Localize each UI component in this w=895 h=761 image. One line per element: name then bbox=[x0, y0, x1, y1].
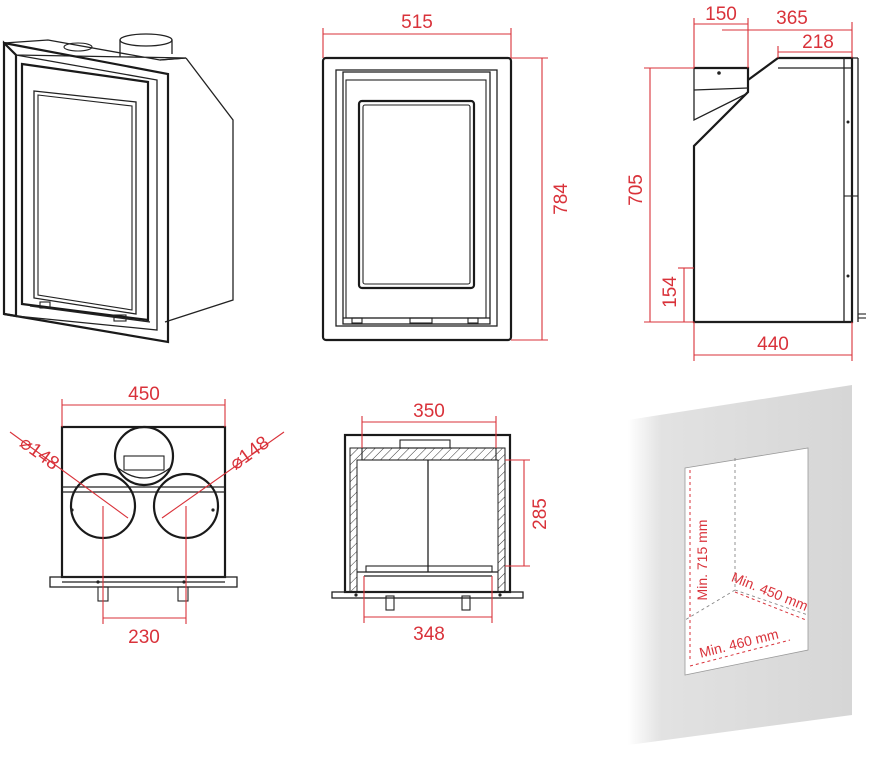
side-top-total-label: 365 bbox=[776, 8, 808, 29]
niche-view: Min. 715 mm Min. 450 mm Min. 460 mm bbox=[628, 385, 852, 745]
side-low-label: 154 bbox=[660, 276, 681, 308]
side-top-left-label: 150 bbox=[705, 4, 737, 25]
front-view: 515 784 bbox=[321, 12, 572, 342]
section-view: 350 285 348 bbox=[331, 401, 551, 645]
isometric-view bbox=[2, 33, 234, 344]
top-diameter-right-label: ⌀148 bbox=[226, 432, 273, 474]
top-diameter-left-label: ⌀148 bbox=[16, 432, 63, 474]
top-spacing-label: 230 bbox=[128, 627, 160, 648]
side-top-right-label: 218 bbox=[802, 32, 834, 53]
section-inner-bottom-label: 348 bbox=[413, 624, 445, 645]
side-height-label: 705 bbox=[626, 174, 647, 206]
top-view: 450 ⌀148 ⌀148 230 bbox=[9, 384, 285, 648]
top-width-label: 450 bbox=[128, 384, 160, 405]
niche-min-height-label: Min. 715 mm bbox=[694, 520, 710, 601]
side-depth-label: 440 bbox=[757, 334, 789, 355]
section-inner-top-label: 350 bbox=[413, 401, 445, 422]
front-height-label: 784 bbox=[551, 183, 572, 215]
front-width-label: 515 bbox=[401, 12, 433, 33]
side-view: 150 365 218 705 154 440 bbox=[626, 4, 866, 361]
niche-opening bbox=[684, 447, 809, 676]
section-height-label: 285 bbox=[530, 498, 551, 530]
